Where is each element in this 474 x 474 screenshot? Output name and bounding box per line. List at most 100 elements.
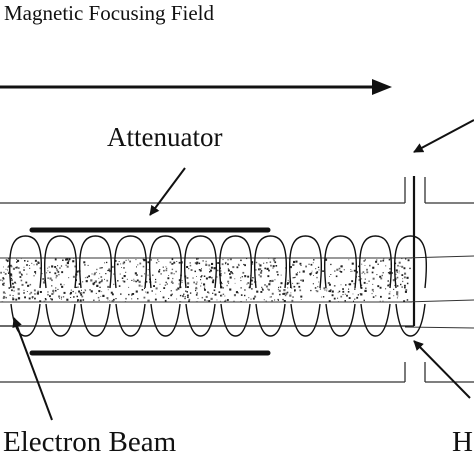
speckle-dot [145, 291, 146, 293]
speckle-dot [242, 271, 245, 274]
speckle-dot [400, 283, 402, 286]
speckle-dot [155, 278, 157, 281]
speckle-dot [277, 288, 279, 290]
speckle-dot [172, 277, 174, 280]
speckle-dot [317, 286, 319, 288]
speckle-dot [237, 292, 239, 294]
speckle-dot [143, 296, 146, 299]
speckle-dot [293, 260, 296, 263]
speckle-dot [66, 265, 69, 268]
speckle-dot [9, 294, 11, 296]
speckle-dot [195, 294, 198, 296]
speckle-dot [335, 275, 338, 278]
speckle-dot [200, 276, 202, 278]
speckle-dot [210, 269, 212, 272]
speckle-dot [155, 262, 158, 264]
speckle-dot [33, 275, 35, 277]
speckle-dot [375, 260, 378, 263]
speckle-dot [129, 260, 131, 263]
speckle-dot [39, 267, 42, 270]
speckle-dot [10, 273, 13, 276]
speckle-dot [76, 295, 78, 298]
speckle-dot [168, 275, 170, 276]
speckle-dot [31, 296, 34, 298]
speckle-dot [403, 276, 406, 279]
speckle-dot [39, 300, 42, 302]
speckle-dot [238, 264, 240, 266]
speckle-dot [23, 266, 25, 268]
speckle-dot [5, 259, 8, 261]
speckle-dot [401, 274, 404, 276]
speckle-dot [240, 287, 242, 289]
speckle-dot [301, 280, 303, 282]
speckle-dot [176, 298, 178, 300]
speckle-dot [219, 300, 221, 302]
speckle-dot [3, 282, 5, 284]
speckle-dot [220, 272, 222, 275]
speckle-dot [31, 297, 33, 299]
speckle-dot [382, 259, 385, 262]
speckle-dot [263, 299, 265, 301]
speckle-dot [274, 258, 276, 260]
speckle-dot [240, 259, 242, 262]
speckle-dot [3, 266, 4, 268]
speckle-dot [396, 276, 399, 279]
speckle-dot [17, 297, 21, 300]
speckle-dot [216, 299, 218, 301]
speckle-dot [300, 279, 302, 281]
speckle-dot [81, 295, 84, 298]
speckle-dot [406, 276, 409, 279]
speckle-dot [147, 274, 149, 276]
speckle-dot [206, 300, 208, 302]
speckle-dot [93, 299, 95, 301]
speckle-dot [100, 267, 102, 269]
speckle-dot [224, 300, 226, 302]
speckle-dot [316, 301, 318, 302]
speckle-dot [54, 266, 57, 268]
speckle-dot [147, 261, 150, 264]
speckle-dot [77, 299, 79, 301]
tube-envelope [0, 177, 474, 383]
speckle-dot [314, 287, 317, 289]
speckle-dot [396, 297, 398, 299]
speckle-dot [73, 258, 75, 259]
speckle-dot [70, 289, 72, 291]
speckle-dot [325, 260, 327, 261]
speckle-dot [89, 289, 91, 291]
speckle-dot [43, 279, 46, 282]
speckle-dot [99, 286, 101, 288]
speckle-dot [350, 269, 352, 270]
speckle-dot [222, 259, 224, 261]
speckle-dot [258, 274, 260, 276]
speckle-dot [376, 259, 378, 261]
speckle-dot [171, 282, 174, 284]
speckle-dot [165, 281, 167, 283]
speckle-dot [380, 260, 382, 262]
speckle-dot [143, 259, 146, 262]
speckle-dot [313, 275, 314, 276]
speckle-dot [104, 262, 106, 264]
speckle-dot [402, 280, 404, 283]
speckle-dot [261, 288, 264, 290]
speckle-dot [401, 286, 403, 288]
helix-upper-loop [78, 235, 113, 289]
speckle-dot [187, 296, 189, 298]
speckle-dot [389, 268, 391, 270]
speckle-dot [171, 268, 174, 271]
speckle-dot [251, 261, 254, 264]
speckle-dot [135, 274, 138, 276]
helix-label-partial: H [452, 426, 473, 458]
speckle-dot [293, 285, 296, 288]
speckle-dot [310, 272, 313, 274]
speckle-dot [170, 272, 173, 275]
speckle-dot [188, 268, 190, 270]
speckle-dot [313, 259, 315, 261]
speckle-dot [184, 297, 186, 300]
speckle-dot [338, 290, 341, 293]
speckle-dot [398, 261, 401, 264]
speckle-dot [231, 272, 233, 274]
speckle-dot [389, 258, 391, 260]
speckle-dot [407, 259, 410, 262]
speckle-dot [261, 286, 263, 288]
speckle-dot [207, 291, 209, 293]
